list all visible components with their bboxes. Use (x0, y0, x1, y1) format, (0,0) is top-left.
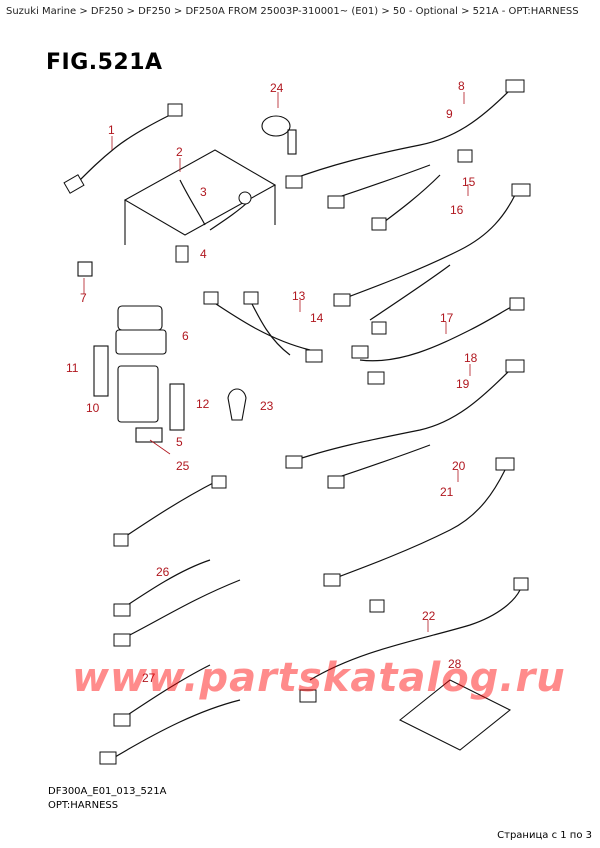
part-23-cap[interactable] (227, 388, 247, 421)
watermark: www.partskatalog.ru (72, 655, 566, 701)
harness-26[interactable] (113, 559, 241, 647)
harness-22[interactable] (299, 577, 529, 703)
harness-27[interactable] (99, 664, 241, 765)
callout-4: 4 (200, 247, 207, 261)
callout-23: 23 (260, 399, 274, 413)
harness-8[interactable] (285, 79, 525, 231)
harness-20[interactable] (323, 457, 515, 613)
callout-27: 27 (142, 671, 156, 685)
callout-12: 12 (196, 397, 210, 411)
figure-name: OPT:HARNESS (48, 800, 119, 811)
callout-3: 3 (200, 185, 207, 199)
callout-10: 10 (86, 401, 100, 415)
callout-2: 2 (176, 145, 183, 159)
callout-numbers: 1 2 3 4 5 6 7 8 9 10 11 12 13 14 15 16 1… (66, 79, 478, 685)
callout-5: 5 (176, 435, 183, 449)
pagination-text: Страница с 1 по 3 (497, 830, 592, 841)
part-24-sensor[interactable] (261, 115, 297, 155)
callout-21: 21 (440, 485, 454, 499)
harness-25[interactable] (113, 475, 227, 547)
harness-15[interactable] (333, 183, 531, 335)
callout-25: 25 (176, 459, 190, 473)
callout-20: 20 (452, 459, 466, 473)
callout-8: 8 (458, 79, 465, 93)
figure-code: DF300A_E01_013_521A (48, 786, 167, 797)
callout-7: 7 (80, 291, 87, 305)
callout-6: 6 (182, 329, 189, 343)
part-28-bag[interactable] (398, 679, 512, 751)
callout-16: 16 (450, 203, 464, 217)
harness-18[interactable] (285, 359, 525, 489)
part-ecu-group[interactable] (77, 261, 185, 443)
callout-14: 14 (310, 311, 324, 325)
part-2-assembly[interactable] (123, 149, 277, 263)
callout-26: 26 (156, 565, 170, 579)
callout-9: 9 (446, 107, 453, 121)
callout-leaders (83, 92, 471, 632)
callout-28: 28 (448, 657, 462, 671)
harness-17[interactable] (351, 297, 525, 385)
callout-22: 22 (422, 609, 436, 623)
callout-11: 11 (66, 361, 79, 375)
callout-19: 19 (456, 377, 470, 391)
callout-1: 1 (108, 123, 115, 137)
part-1-harness[interactable] (63, 103, 183, 194)
callout-18: 18 (464, 351, 478, 365)
figure-title: FIG.521A (46, 50, 163, 75)
callout-24: 24 (270, 81, 284, 95)
harness-13[interactable] (203, 291, 323, 363)
callout-17: 17 (440, 311, 454, 325)
callout-15: 15 (462, 175, 476, 189)
breadcrumb: Suzuki Marine > DF250 > DF250 > DF250A F… (6, 6, 579, 17)
callout-13: 13 (292, 289, 306, 303)
